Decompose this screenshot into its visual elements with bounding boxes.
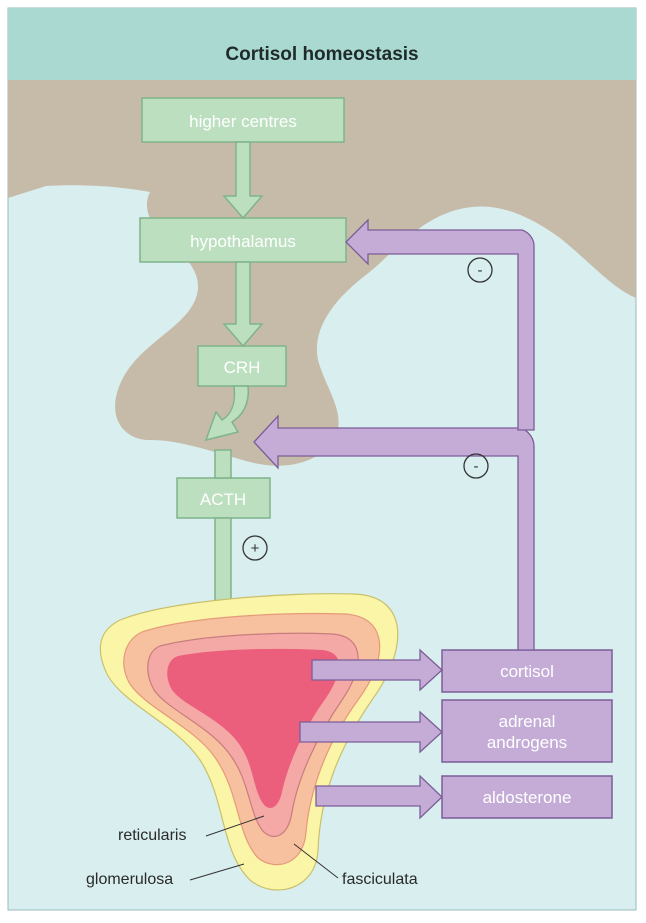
positive-sign-label: + bbox=[251, 540, 260, 557]
pituitary-to-acth-connector bbox=[215, 450, 231, 478]
adrenal-androgens-box bbox=[442, 700, 612, 762]
acth-label: ACTH bbox=[200, 490, 246, 509]
negative-sign-pituitary-label: - bbox=[474, 458, 479, 475]
higher-centres-label: higher centres bbox=[189, 112, 297, 131]
adrenal-androgens-label-line2: androgens bbox=[487, 733, 567, 752]
cortisol-label: cortisol bbox=[500, 662, 554, 681]
fasciculata-label: fasciculata bbox=[342, 871, 418, 888]
aldosterone-label: aldosterone bbox=[483, 788, 572, 807]
reticularis-label: reticularis bbox=[118, 827, 186, 844]
crh-label: CRH bbox=[224, 358, 261, 377]
hypothalamus-label: hypothalamus bbox=[190, 232, 296, 251]
adrenal-androgens-label-line1: adrenal bbox=[499, 712, 556, 731]
negative-sign-hypothalamus-label: - bbox=[478, 262, 483, 279]
diagram-title: Cortisol homeostasis bbox=[225, 44, 418, 65]
glomerulosa-label: glomerulosa bbox=[86, 871, 173, 888]
